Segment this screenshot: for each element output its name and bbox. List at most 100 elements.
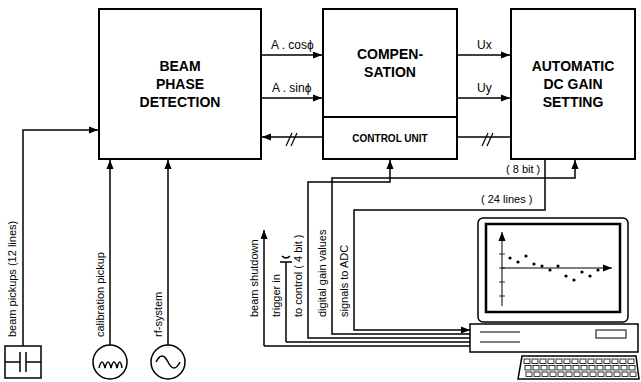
key (564, 359, 570, 364)
key (598, 372, 604, 377)
signal-connector (458, 54, 510, 56)
box-title: COMPEN- SATION (355, 45, 426, 81)
wire-label: beam shutdown (248, 238, 261, 318)
key (540, 359, 546, 364)
wire-label: digital gain values (316, 229, 329, 318)
key (628, 359, 634, 364)
key (589, 366, 595, 371)
key (573, 366, 579, 371)
signal-connector (262, 136, 324, 138)
box-title: AUTOMATIC DC GAIN SETTING (530, 57, 617, 112)
beam-shutdown-wire (264, 345, 470, 347)
key (630, 372, 636, 377)
wire-label: trigger in (270, 273, 283, 318)
plot-tick (499, 254, 505, 255)
key (525, 366, 531, 371)
key (588, 359, 594, 364)
key (534, 372, 540, 377)
key (556, 359, 562, 364)
plot-dot (580, 270, 583, 273)
key (596, 359, 602, 364)
wire-label: beam pickups (12 lines) (6, 220, 19, 338)
key (550, 372, 556, 377)
signal-connector (262, 97, 322, 99)
plot-dot (540, 264, 543, 267)
wire-label: signals to ADC (338, 244, 351, 318)
plot-tick (499, 268, 505, 269)
key (542, 372, 548, 377)
key (580, 359, 586, 364)
calibration-coil-symbol (93, 345, 127, 379)
plot-tick (499, 240, 505, 241)
key (597, 366, 603, 371)
bus-width: ( 8 bit ) (505, 163, 541, 176)
plot-dot (524, 254, 527, 257)
computer-illustration (470, 218, 639, 379)
process-box: AUTOMATIC DC GAIN SETTING (510, 8, 636, 160)
plot-dot (564, 274, 567, 277)
unit-label: CONTROL UNIT (352, 132, 427, 145)
plot-dot (532, 262, 535, 265)
trigger-in-wire (286, 341, 470, 343)
key (621, 366, 627, 371)
key (612, 359, 618, 364)
key (582, 372, 588, 377)
key (526, 372, 532, 377)
key (606, 372, 612, 377)
signal-connector (262, 54, 322, 56)
key (590, 372, 596, 377)
key (548, 359, 554, 364)
process-box: COMPEN- SATION CONTROL UNIT (322, 8, 458, 160)
plot-tick (499, 282, 505, 283)
pickup-wire (23, 130, 98, 346)
key (565, 366, 571, 371)
key (605, 366, 611, 371)
plot-dot (508, 256, 511, 259)
plot-dot (556, 264, 559, 267)
bus-width: ( 24 lines ) (480, 193, 533, 206)
pickup-capacitor-symbol (5, 346, 41, 378)
plot-dot (516, 260, 519, 263)
key (614, 372, 620, 377)
key (613, 366, 619, 371)
plot-dot (572, 278, 575, 281)
key (574, 372, 580, 377)
plot-dot (588, 274, 591, 277)
signal-name: A . sinϕ (270, 81, 313, 95)
beam-shutdown-wire (263, 230, 265, 346)
signal-name: Ux (475, 38, 494, 52)
process-box: BEAM PHASE DETECTION (98, 8, 262, 160)
plot-ticks (499, 240, 505, 296)
plot-dot (596, 268, 599, 271)
key (581, 366, 587, 371)
calibration-wire (109, 160, 111, 345)
key (549, 366, 555, 371)
signal-name: Uy (475, 81, 494, 95)
key (572, 359, 578, 364)
wire-label: to control ( 4 bit ) (292, 233, 305, 318)
wire-label: rf-system (152, 291, 165, 338)
signal-connector (458, 97, 510, 99)
wire-label: calibration pickup (94, 251, 107, 338)
key (524, 359, 530, 364)
box-title: BEAM PHASE DETECTION (138, 57, 223, 112)
key (622, 372, 628, 377)
signal-connector (456, 136, 510, 138)
keyboard-keys (524, 359, 636, 377)
plot-dot (548, 268, 551, 271)
key (620, 359, 626, 364)
plot-tick (499, 296, 505, 297)
key (566, 372, 572, 377)
plot-dots (508, 254, 599, 281)
key (541, 366, 547, 371)
key (604, 359, 610, 364)
rf-wire (167, 160, 169, 345)
key (558, 372, 564, 377)
key (557, 366, 563, 371)
key (532, 359, 538, 364)
control-band: CONTROL UNIT (324, 116, 456, 158)
key (629, 366, 635, 371)
signal-name: A . cosϕ (269, 38, 316, 52)
key (533, 366, 539, 371)
